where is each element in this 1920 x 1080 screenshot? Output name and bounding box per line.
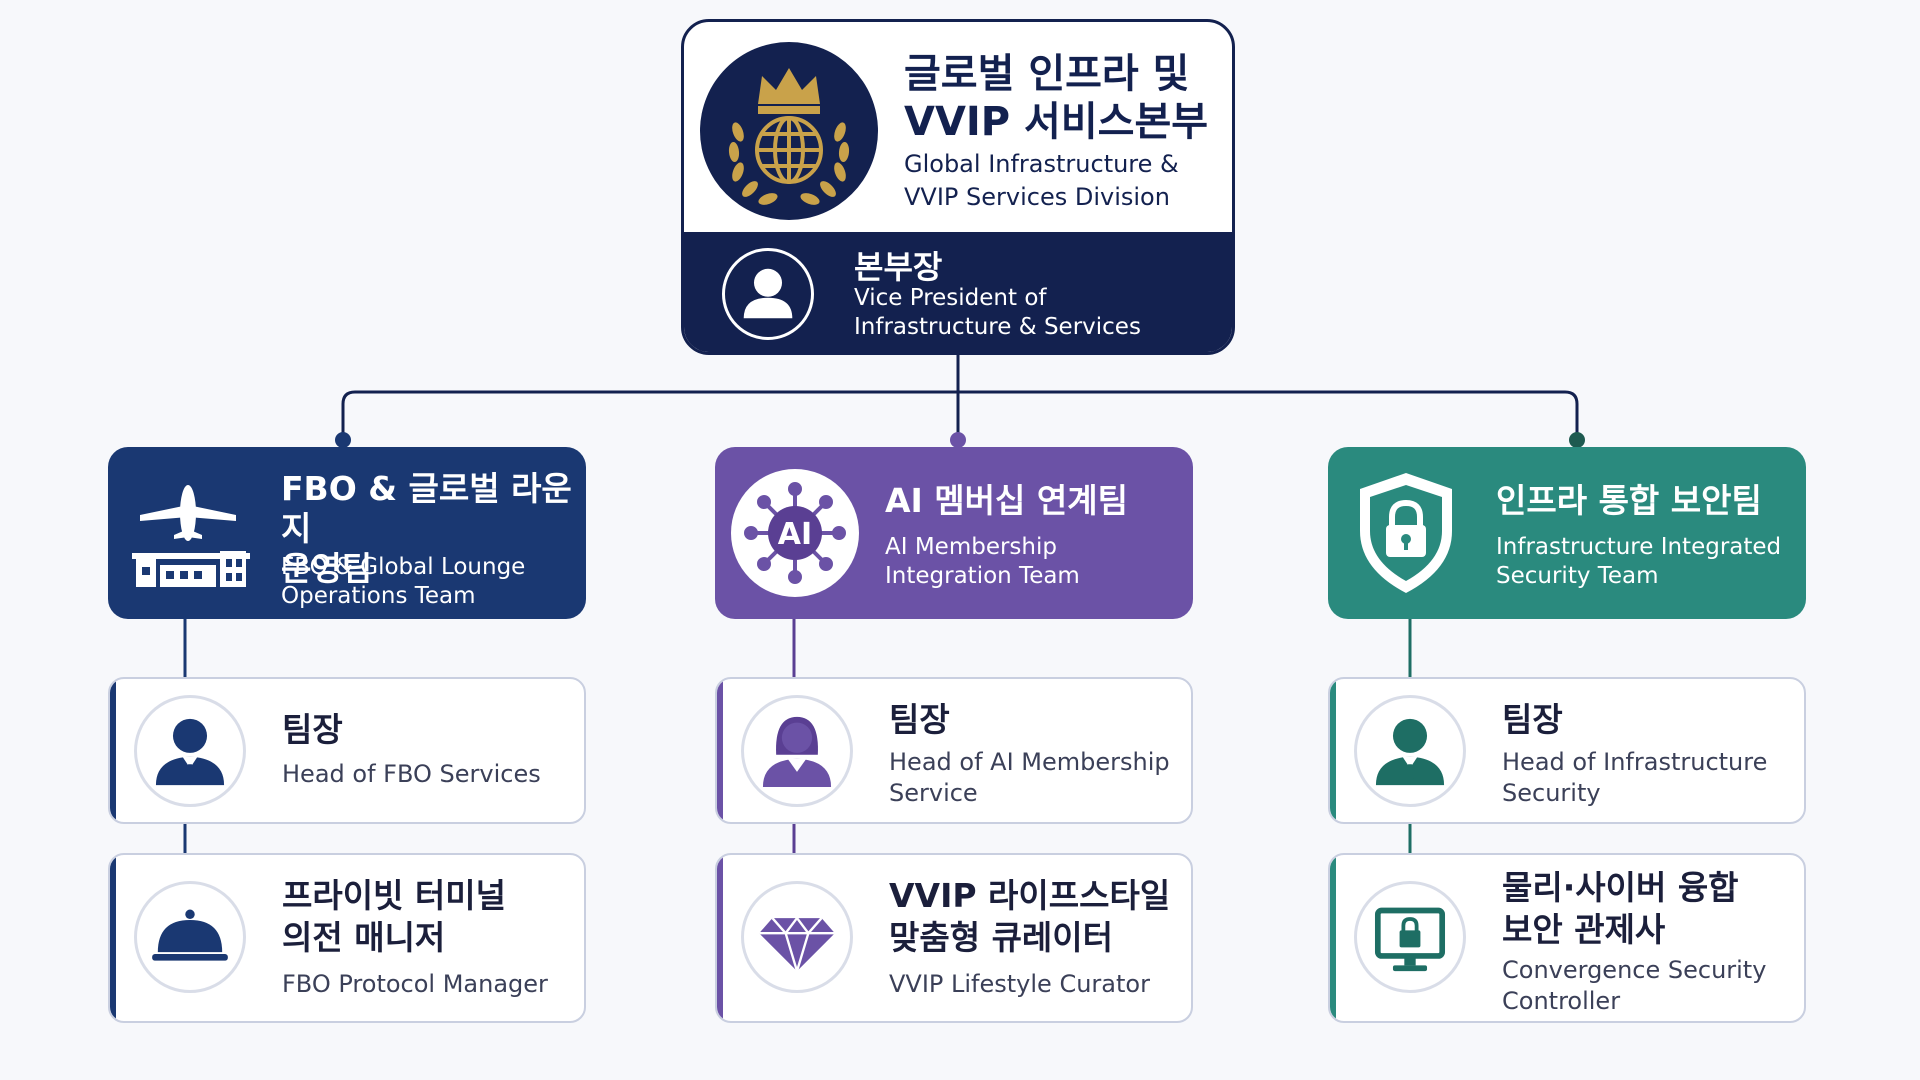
person-icon bbox=[722, 248, 814, 340]
card-accent-bar bbox=[1330, 855, 1336, 1021]
role-card-fbo-head: 팀장 Head of FBO Services bbox=[108, 677, 586, 824]
role-security-head-en-line1: Head of Infrastructure bbox=[1502, 748, 1768, 776]
team-fbo-name-en-line1: FBO & Global Lounge bbox=[281, 554, 526, 580]
team-security-name-en-line2: Security Team bbox=[1496, 563, 1659, 589]
crown-globe-laurel-icon bbox=[700, 42, 878, 220]
connector-branch-bar bbox=[341, 390, 1579, 440]
airplane-terminal-icon bbox=[126, 473, 256, 597]
division-title-ko-line1: 글로벌 인프라 및 bbox=[904, 51, 1190, 97]
role-security-member-en-line2: Controller bbox=[1502, 987, 1621, 1015]
division-leader-en-line1: Vice President of bbox=[854, 285, 1047, 311]
division-title-ko-line2: VVIP 서비스본부 bbox=[904, 99, 1209, 145]
shield-lock-icon bbox=[1354, 469, 1458, 597]
role-ai-head-en-line2: Service bbox=[889, 779, 978, 807]
division-leader: 본부장 Vice President of Infrastructure & S… bbox=[684, 232, 1232, 352]
team-security-name-ko-line1: 인프라 통합 보안팀 bbox=[1496, 481, 1762, 520]
team-card-security: 인프라 통합 보안팀 Infrastructure Integrated Sec… bbox=[1328, 447, 1806, 619]
monitor-lock-icon bbox=[1354, 881, 1466, 993]
card-accent-bar bbox=[1330, 679, 1336, 822]
role-security-head-en-line2: Security bbox=[1502, 779, 1601, 807]
division-leader-en-line2: Infrastructure & Services bbox=[854, 314, 1141, 340]
division-title-en-line2: VVIP Services Division bbox=[904, 183, 1170, 211]
team-fbo-name-ko: FBO & 글로벌 라운지 운영팀 bbox=[281, 469, 581, 589]
role-card-ai-head: 팀장 Head of AI Membership Service bbox=[715, 677, 1193, 824]
role-card-fbo-member: 프라이빗 터미널 의전 매니저 FBO Protocol Manager bbox=[108, 853, 586, 1023]
role-fbo-member-en-line1: FBO Protocol Manager bbox=[282, 970, 548, 998]
role-security-member-ko-line1: 물리·사이버 융합 bbox=[1502, 868, 1739, 907]
role-ai-member-title-en: VVIP Lifestyle Curator bbox=[889, 969, 1179, 1000]
role-card-ai-member: VVIP 라이프스타일 맞춤형 큐레이터 VVIP Lifestyle Cura… bbox=[715, 853, 1193, 1023]
division-title-ko: 글로벌 인프라 및 VVIP 서비스본부 bbox=[904, 50, 1224, 146]
team-ai-name-ko: AI 멤버십 연계팀 bbox=[885, 481, 1185, 521]
team-security-name-en: Infrastructure Integrated Security Team bbox=[1496, 533, 1801, 591]
role-security-member-title-ko: 물리·사이버 융합 보안 관제사 bbox=[1502, 867, 1792, 951]
ai-network-icon: AI bbox=[731, 469, 859, 597]
role-ai-member-ko-line2: 맞춤형 큐레이터 bbox=[889, 918, 1114, 957]
role-security-member-ko-line2: 보안 관제사 bbox=[1502, 910, 1666, 949]
team-security-name-ko: 인프라 통합 보안팀 bbox=[1496, 481, 1801, 521]
team-ai-name-en: AI Membership Integration Team bbox=[885, 533, 1185, 591]
connector-dot-ai bbox=[950, 432, 966, 448]
female-manager-icon bbox=[741, 695, 853, 807]
diamond-icon bbox=[741, 881, 853, 993]
division-card: 글로벌 인프라 및 VVIP 서비스본부 Global Infrastructu… bbox=[681, 19, 1235, 355]
service-bell-icon bbox=[134, 881, 246, 993]
team-ai-name-en-line1: AI Membership bbox=[885, 534, 1057, 560]
role-card-security-member: 물리·사이버 융합 보안 관제사 Convergence Security Co… bbox=[1328, 853, 1806, 1023]
role-ai-member-ko-line1: VVIP 라이프스타일 bbox=[889, 876, 1171, 915]
team-fbo-name-ko-line2: 운영팀 bbox=[281, 549, 373, 588]
role-fbo-member-ko-line2: 의전 매니저 bbox=[282, 918, 446, 957]
team-fbo-name-en-line2: Operations Team bbox=[281, 583, 476, 609]
role-security-member-title-en: Convergence Security Controller bbox=[1502, 955, 1792, 1017]
card-accent-bar bbox=[110, 679, 116, 822]
role-card-security-head: 팀장 Head of Infrastructure Security bbox=[1328, 677, 1806, 824]
role-security-head-title-ko: 팀장 bbox=[1502, 700, 1563, 739]
division-header: 글로벌 인프라 및 VVIP 서비스본부 Global Infrastructu… bbox=[684, 22, 1232, 232]
role-ai-head-title-ko: 팀장 bbox=[889, 700, 950, 739]
division-leader-title-ko: 본부장 bbox=[854, 248, 943, 286]
card-accent-bar bbox=[717, 679, 723, 822]
division-title-en: Global Infrastructure & VVIP Services Di… bbox=[904, 148, 1224, 214]
team-card-fbo: FBO & 글로벌 라운지 운영팀 FBO & Global Lounge Op… bbox=[108, 447, 586, 619]
division-leader-title-en: Vice President of Infrastructure & Servi… bbox=[854, 284, 1214, 342]
team-ai-name-ko-line1: AI 멤버십 연계팀 bbox=[885, 481, 1128, 520]
role-fbo-head-title-en: Head of FBO Services bbox=[282, 759, 572, 790]
role-security-member-en-line1: Convergence Security bbox=[1502, 956, 1767, 984]
connector-dot-fbo bbox=[335, 432, 351, 448]
role-fbo-head-en-line1: Head of FBO Services bbox=[282, 760, 541, 788]
role-ai-head-title-en: Head of AI Membership Service bbox=[889, 747, 1179, 809]
team-card-ai: AI AI 멤버십 연계팀 AI Membership Integration … bbox=[715, 447, 1193, 619]
connector-dot-security bbox=[1569, 432, 1585, 448]
team-fbo-name-ko-line1: FBO & 글로벌 라운지 bbox=[281, 469, 572, 548]
card-accent-bar bbox=[717, 855, 723, 1021]
team-ai-name-en-line2: Integration Team bbox=[885, 563, 1080, 589]
role-fbo-member-ko-line1: 프라이빗 터미널 bbox=[282, 876, 507, 915]
ai-icon-text: AI bbox=[778, 517, 812, 552]
role-fbo-head-title-ko: 팀장 bbox=[282, 710, 343, 749]
role-ai-member-en-line1: VVIP Lifestyle Curator bbox=[889, 970, 1150, 998]
card-accent-bar bbox=[110, 855, 116, 1021]
male-manager-icon bbox=[134, 695, 246, 807]
role-security-head-title-en: Head of Infrastructure Security bbox=[1502, 747, 1792, 809]
role-fbo-member-title-en: FBO Protocol Manager bbox=[282, 969, 572, 1000]
division-title-en-line1: Global Infrastructure & bbox=[904, 150, 1179, 178]
team-fbo-name-en: FBO & Global Lounge Operations Team bbox=[281, 553, 581, 611]
male-manager-icon bbox=[1354, 695, 1466, 807]
team-security-name-en-line1: Infrastructure Integrated bbox=[1496, 534, 1782, 560]
role-ai-member-title-ko: VVIP 라이프스타일 맞춤형 큐레이터 bbox=[889, 875, 1179, 959]
role-fbo-member-title-ko: 프라이빗 터미널 의전 매니저 bbox=[282, 875, 572, 959]
role-ai-head-en-line1: Head of AI Membership bbox=[889, 748, 1170, 776]
